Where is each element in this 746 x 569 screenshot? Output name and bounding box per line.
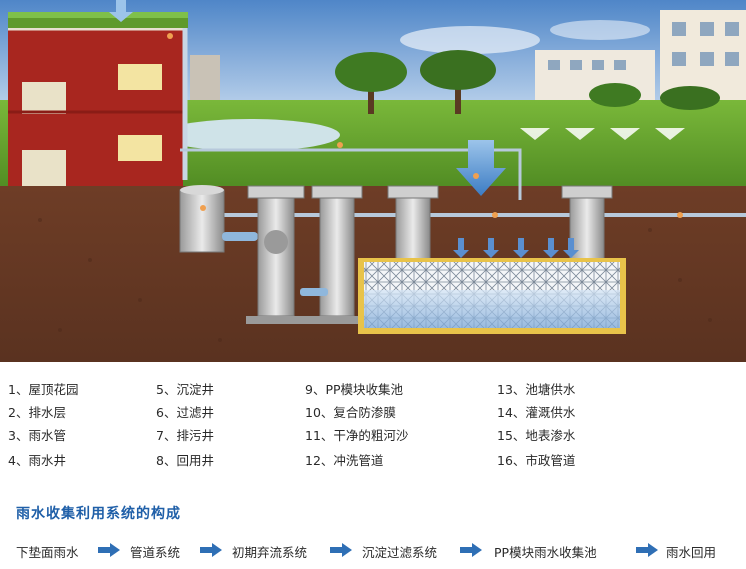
legend-item: 8、回用井 <box>156 453 214 468</box>
flow-step: PP模块雨水收集池 <box>494 545 597 560</box>
legend-item: 7、排污井 <box>156 428 214 443</box>
legend: 1、屋顶花园 2、排水层 3、雨水管 4、雨水井 5、沉淀井 6、过滤井 7、排… <box>0 370 746 480</box>
surface-infiltration-arrow <box>456 140 506 196</box>
well-base <box>246 316 362 324</box>
sewage-well <box>300 185 363 317</box>
filter-well <box>247 185 305 317</box>
rain-arrow <box>109 0 133 22</box>
sedimentation-well <box>179 185 225 253</box>
connecting-pipe <box>222 232 258 241</box>
legend-item: 3、雨水管 <box>8 428 66 443</box>
legend-item: 12、冲洗管道 <box>305 453 384 468</box>
legend-item: 2、排水层 <box>8 405 66 420</box>
process-flow: 下垫面雨水 管道系统 初期弃流系统 沉淀过滤系统 PP模块雨水收集池 雨水回用 <box>0 534 746 564</box>
trees <box>335 50 720 114</box>
building-with-roof-garden <box>8 12 188 188</box>
flow-step: 管道系统 <box>130 545 181 560</box>
flow-arrow-icon <box>636 543 658 557</box>
rainwater-system-illustration <box>0 0 746 362</box>
legend-item: 6、过滤井 <box>156 405 214 420</box>
flow-arrow-icon <box>200 543 222 557</box>
sprinklers <box>520 128 685 140</box>
cloud <box>550 20 650 40</box>
legend-item: 16、市政管道 <box>497 453 576 468</box>
legend-item: 13、池塘供水 <box>497 382 576 397</box>
flow-arrow-icon <box>460 543 482 557</box>
legend-item: 10、复合防渗膜 <box>305 405 396 420</box>
legend-item: 1、屋顶花园 <box>8 382 79 397</box>
legend-item: 4、雨水井 <box>8 453 66 468</box>
flow-step: 雨水回用 <box>666 545 717 560</box>
irrigation-pipe <box>180 148 522 200</box>
callout-dots <box>167 33 683 218</box>
flow-arrow-icon <box>330 543 352 557</box>
legend-item: 15、地表渗水 <box>497 428 576 443</box>
pp-module-tank <box>358 258 626 334</box>
section-title: 雨水收集利用系统的构成 <box>16 506 181 522</box>
legend-item: 5、沉淀井 <box>156 382 214 397</box>
soil-texture <box>38 218 712 342</box>
cloud <box>400 26 540 54</box>
flow-step: 下垫面雨水 <box>16 545 79 560</box>
flow-step: 沉淀过滤系统 <box>362 545 438 560</box>
scene-svg <box>0 0 746 362</box>
legend-item: 11、干净的粗河沙 <box>305 428 409 443</box>
flow-step: 初期弃流系统 <box>232 545 308 560</box>
legend-item: 9、PP模块收集池 <box>305 382 404 397</box>
legend-item: 14、灌溉供水 <box>497 405 576 420</box>
pond <box>160 119 340 151</box>
infiltration-arrows <box>453 238 579 258</box>
flow-arrow-icon <box>98 543 120 557</box>
